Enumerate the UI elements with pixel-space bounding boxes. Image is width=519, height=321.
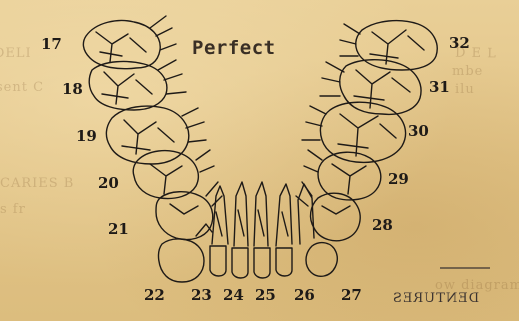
tooth-number-21: 21 [108,222,129,237]
tooth-number-28: 28 [372,218,393,233]
tooth-number-25: 25 [255,288,276,303]
tooth-25-drawing [254,182,270,278]
mirrored-dentures-label: DENTURES [392,291,479,306]
tooth-21-drawing [156,182,222,240]
tooth-number-30: 30 [408,124,429,139]
tooth-number-18: 18 [62,82,83,97]
tooth-29-drawing [304,150,381,200]
tooth-31-drawing [320,60,421,115]
tooth-19-drawing [106,106,206,164]
tooth-number-24: 24 [223,288,244,303]
tooth-number-31: 31 [429,80,450,95]
tooth-28-drawing [296,182,360,241]
tooth-number-23: 23 [191,288,212,303]
tooth-number-22: 22 [144,288,165,303]
tooth-17-drawing [83,16,176,69]
tooth-26-drawing [276,184,292,276]
tooth-24-drawing [232,182,248,278]
page-title: Perfect [192,37,276,59]
tooth-number-19: 19 [76,129,97,144]
tooth-number-32: 32 [449,36,470,51]
tooth-number-29: 29 [388,172,409,187]
tooth-number-17: 17 [41,37,62,52]
tooth-20-drawing [133,150,214,199]
tooth-number-20: 20 [98,176,119,191]
tooth-30-drawing [302,102,406,162]
tooth-number-27: 27 [341,288,362,303]
tooth-number-26: 26 [294,288,315,303]
